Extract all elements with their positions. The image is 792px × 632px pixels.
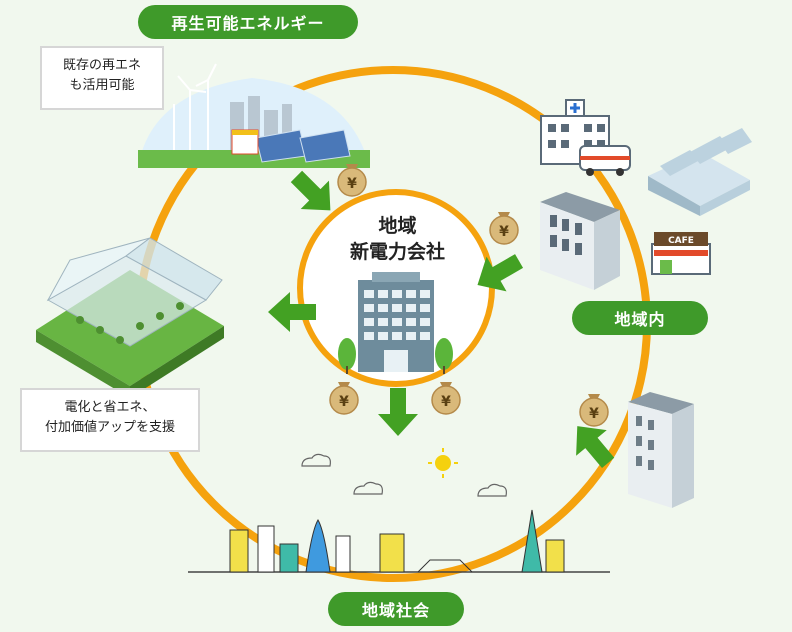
cloud-icon [477, 483, 507, 497]
renewable-energy-label: 再生可能エネルギー [138, 5, 358, 39]
cloud-icon [353, 481, 383, 495]
hospital-illustration [540, 99, 631, 176]
local-office-building [540, 192, 620, 290]
note-electrification-support: 電化と省エネ、 付加価値アップを支援 [20, 388, 200, 452]
arrow-icon [378, 388, 418, 436]
power-company-building [338, 272, 453, 374]
renewable-energy-scene [138, 63, 370, 168]
yen-money-bag-icon [489, 211, 519, 245]
cloud-icon [301, 453, 331, 467]
note-left-line1: 電化と省エネ、 [64, 400, 156, 415]
sun-icon [428, 448, 458, 478]
greenhouse-illustration [36, 237, 224, 398]
yen-money-bag-icon [431, 381, 461, 415]
yen-money-bag-icon [579, 393, 609, 427]
center-title-line1: 地域 [378, 215, 417, 237]
center-title-line2: 新電力会社 [349, 241, 445, 263]
note-left-line2: 付加価値アップを支援 [44, 420, 175, 435]
note-top-line1: 既存の再エネ [62, 58, 141, 73]
cafe-sign-text: CAFE [668, 236, 694, 246]
factory-illustration [648, 128, 752, 216]
cafe-illustration: CAFE [651, 232, 711, 275]
city-skyline [188, 509, 610, 573]
tower-building [628, 392, 694, 508]
yen-money-bag-icon [337, 163, 367, 197]
note-top-line2: も活用可能 [69, 78, 135, 93]
community-label: 地域社会 [328, 592, 464, 626]
yen-money-bag-icon [329, 381, 359, 415]
local-area-label: 地域内 [572, 301, 708, 335]
center-title: 地域 新電力会社 [330, 213, 465, 265]
note-existing-renewables: 既存の再エネ も活用可能 [40, 46, 164, 110]
